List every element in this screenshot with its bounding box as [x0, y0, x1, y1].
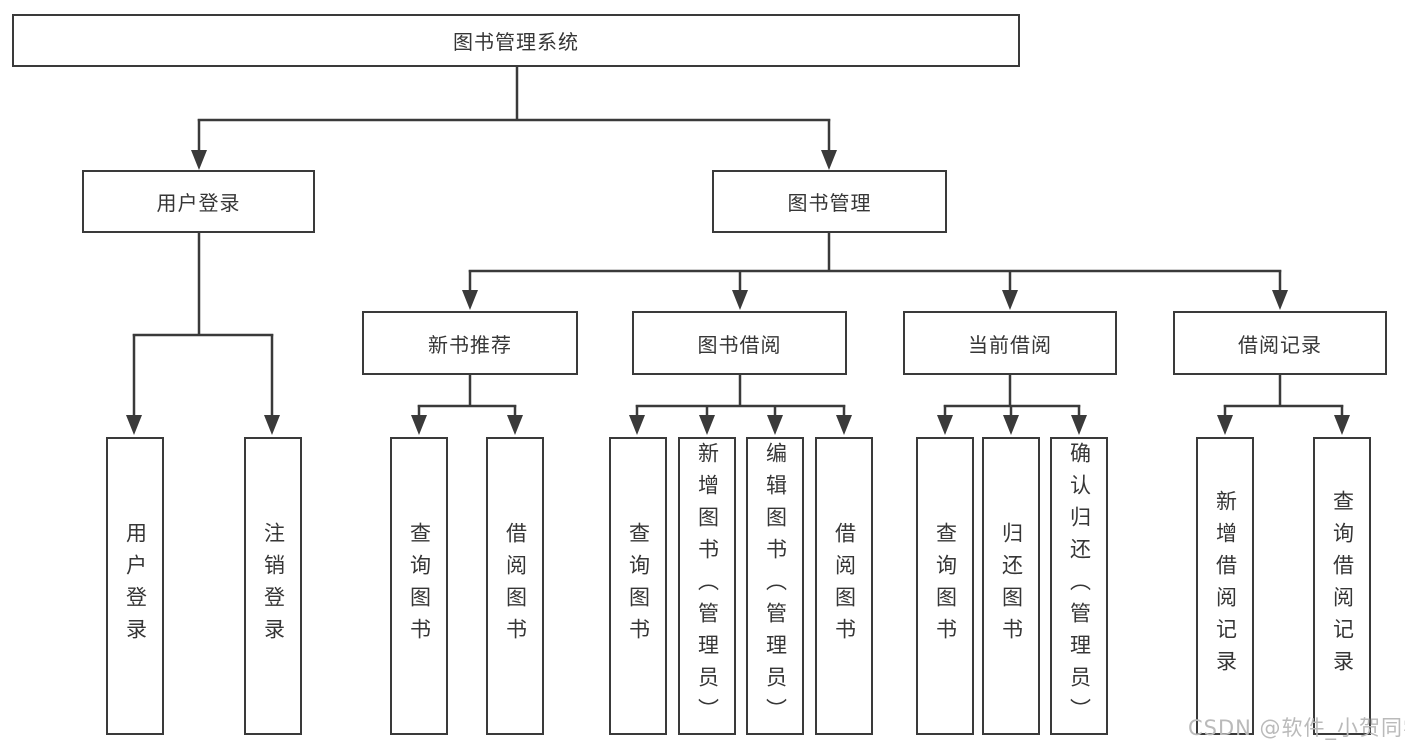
leaf-query-books-current-label: 查询图书 — [933, 522, 958, 650]
leaf-logout-label: 注销登录 — [261, 522, 286, 650]
leaf-return-books: 归还图书 — [982, 437, 1040, 735]
leaf-borrow-books-borrowing: 借阅图书 — [815, 437, 873, 735]
leaf-query-books-recommend: 查询图书 — [390, 437, 448, 735]
leaf-add-borrow-record-label: 新增借阅记录 — [1213, 490, 1238, 682]
leaf-add-book-admin: 新增图书（管理员） — [678, 437, 736, 735]
leaf-confirm-return-admin: 确认归还（管理员） — [1050, 437, 1108, 735]
leaf-return-books-label: 归还图书 — [999, 522, 1024, 650]
node-book-borrowing: 图书借阅 — [632, 311, 847, 375]
leaf-query-books-recommend-label: 查询图书 — [407, 522, 432, 650]
leaf-borrow-books-borrowing-label: 借阅图书 — [832, 522, 857, 650]
node-book-management: 图书管理 — [712, 170, 947, 233]
leaf-query-books-current: 查询图书 — [916, 437, 974, 735]
leaf-borrow-books-recommend-label: 借阅图书 — [503, 522, 528, 650]
leaf-query-books-borrowing-label: 查询图书 — [626, 522, 651, 650]
leaf-add-book-admin-label: 新增图书（管理员） — [695, 442, 720, 730]
watermark-text: CSDN @软件_小贺同学 — [1188, 716, 1405, 740]
node-user-login: 用户登录 — [82, 170, 315, 233]
leaf-add-borrow-record: 新增借阅记录 — [1196, 437, 1254, 735]
leaf-logout: 注销登录 — [244, 437, 302, 735]
leaf-user-login: 用户登录 — [106, 437, 164, 735]
leaf-confirm-return-admin-label: 确认归还（管理员） — [1067, 442, 1092, 730]
leaf-edit-book-admin-label: 编辑图书（管理员） — [763, 442, 788, 730]
leaf-query-borrow-record-label: 查询借阅记录 — [1330, 490, 1355, 682]
node-system-root: 图书管理系统 — [12, 14, 1020, 67]
leaf-edit-book-admin: 编辑图书（管理员） — [746, 437, 804, 735]
node-new-book-recommendation: 新书推荐 — [362, 311, 578, 375]
node-borrowing-records: 借阅记录 — [1173, 311, 1387, 375]
leaf-query-books-borrowing: 查询图书 — [609, 437, 667, 735]
leaf-query-borrow-record: 查询借阅记录 — [1313, 437, 1371, 735]
leaf-borrow-books-recommend: 借阅图书 — [486, 437, 544, 735]
leaf-user-login-label: 用户登录 — [123, 522, 148, 650]
node-current-borrowing: 当前借阅 — [903, 311, 1117, 375]
